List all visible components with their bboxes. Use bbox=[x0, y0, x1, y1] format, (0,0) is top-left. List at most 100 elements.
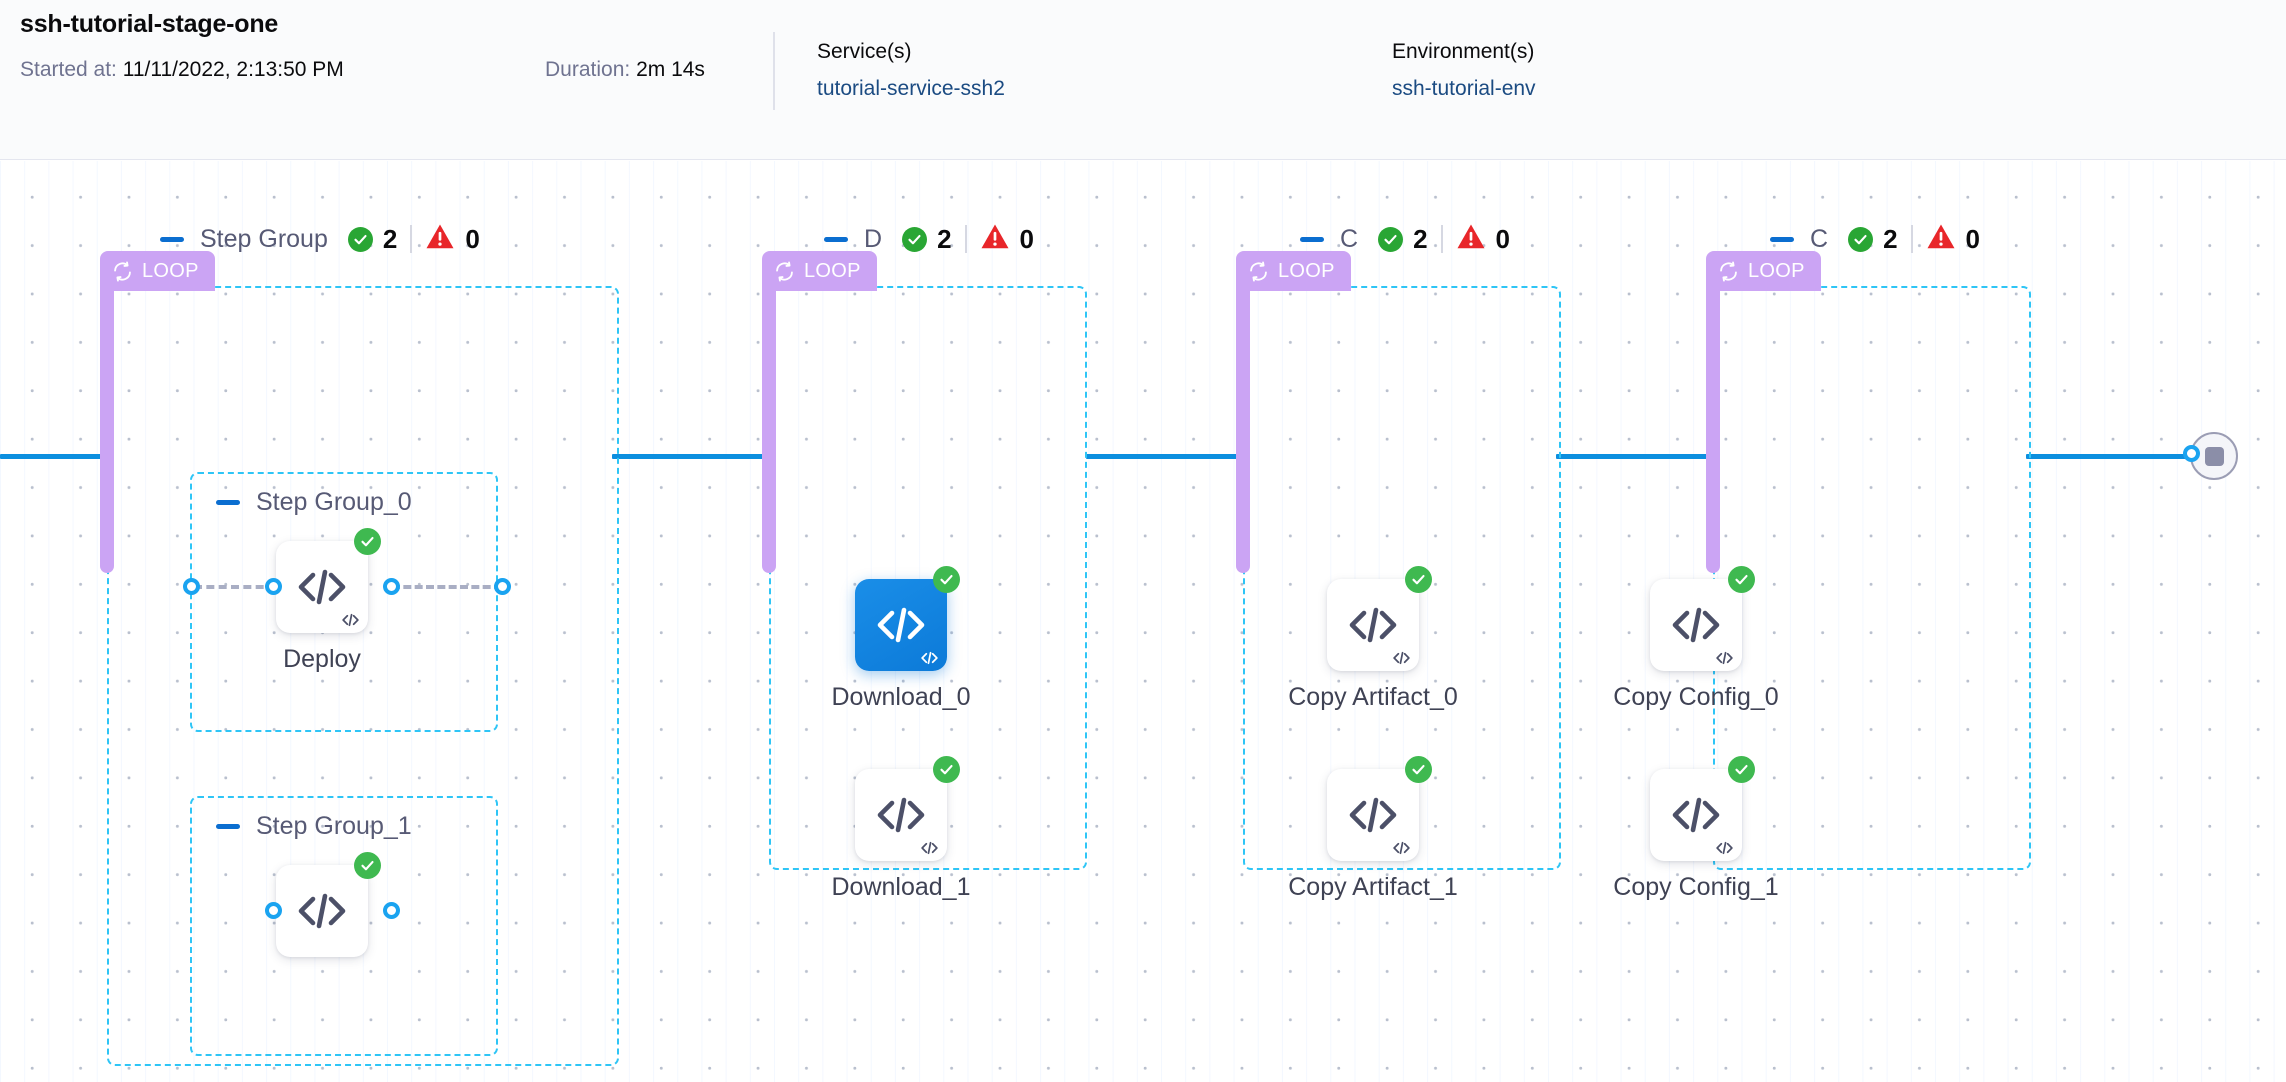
port-deploy-1-input[interactable] bbox=[265, 902, 282, 919]
code-badge-icon bbox=[920, 651, 939, 665]
loop-badge-copy-artifact[interactable]: LOOP bbox=[1236, 251, 1351, 291]
group-counts-copy-config: 2 0 bbox=[1848, 223, 1980, 255]
loop-spine-copy-config bbox=[1706, 281, 1720, 573]
rail-group4-end bbox=[2026, 454, 2194, 459]
port-end-node-input[interactable] bbox=[2183, 445, 2200, 462]
node-label-download-0: Download_0 bbox=[831, 683, 971, 711]
collapse-toggle-step-group[interactable] bbox=[160, 236, 184, 242]
group-header-copy-artifact: C 2 0 bbox=[1300, 223, 1510, 255]
node-download-1[interactable]: Download_1 bbox=[832, 756, 971, 901]
code-badge-icon bbox=[1715, 651, 1734, 665]
group-header-copy-config: C 2 0 bbox=[1770, 223, 1980, 255]
status-success-icon-deploy-1 bbox=[354, 852, 381, 879]
loop-icon bbox=[1248, 260, 1269, 282]
group-box-step-group[interactable] bbox=[107, 286, 619, 1066]
execution-header: ssh-tutorial-stage-one Started at: 11/11… bbox=[0, 0, 2286, 160]
code-icon bbox=[296, 891, 348, 931]
group-box-step-group-1[interactable] bbox=[190, 796, 498, 1056]
node-copy-config-0[interactable]: Copy Config_0 bbox=[1613, 566, 1779, 711]
node-copy-config-1[interactable]: Copy Config_1 bbox=[1613, 756, 1779, 901]
code-icon bbox=[875, 605, 927, 645]
environment-link[interactable]: ssh-tutorial-env bbox=[1392, 77, 1536, 100]
code-badge-icon bbox=[920, 841, 939, 855]
error-count: 0 bbox=[1965, 223, 1980, 254]
port-subgroup-right[interactable] bbox=[494, 578, 511, 595]
node-deploy-1[interactable] bbox=[276, 852, 381, 957]
collapse-toggle-download[interactable] bbox=[824, 236, 848, 242]
environments-block: Environment(s) ssh-tutorial-env bbox=[1392, 40, 1536, 101]
collapse-toggle-copy-artifact[interactable] bbox=[1300, 236, 1324, 242]
node-card-copy-artifact-0[interactable] bbox=[1327, 566, 1432, 671]
port-deploy-1-output[interactable] bbox=[383, 902, 400, 919]
group-box-step-group-0[interactable] bbox=[190, 472, 498, 732]
pipeline-graph-canvas[interactable]: LOOP Step Group 2 0 Step Group_0 bbox=[0, 161, 2286, 1082]
group-title-step-group: Step Group bbox=[200, 224, 328, 253]
started-at-label: Started at: bbox=[20, 58, 117, 81]
error-count: 0 bbox=[465, 223, 480, 254]
node-card-copy-config-1[interactable] bbox=[1650, 756, 1755, 861]
success-check-icon bbox=[902, 226, 928, 252]
port-subgroup-left[interactable] bbox=[183, 578, 200, 595]
code-icon bbox=[875, 795, 927, 835]
services-block: Service(s) tutorial-service-ssh2 bbox=[817, 40, 1005, 101]
counts-divider bbox=[1910, 225, 1913, 253]
port-deploy-input[interactable] bbox=[265, 578, 282, 595]
collapse-toggle-step-group-1[interactable] bbox=[216, 824, 240, 829]
node-label-copy-artifact-0: Copy Artifact_0 bbox=[1288, 683, 1458, 711]
group-box-copy-artifact[interactable] bbox=[1243, 286, 1561, 870]
node-download-0[interactable]: Download_0 bbox=[832, 566, 971, 711]
loop-badge-label: LOOP bbox=[1748, 259, 1805, 282]
node-card-copy-config-0[interactable] bbox=[1650, 566, 1755, 671]
loop-badge-copy-config[interactable]: LOOP bbox=[1706, 251, 1821, 291]
loop-badge-download[interactable]: LOOP bbox=[762, 251, 877, 291]
code-icon bbox=[1670, 795, 1722, 835]
dash-link-deploy-left bbox=[194, 585, 276, 589]
status-success-icon-copy-artifact-0 bbox=[1405, 566, 1432, 593]
loop-badge-label: LOOP bbox=[804, 259, 861, 282]
error-count: 0 bbox=[1019, 223, 1034, 254]
node-copy-artifact-1[interactable]: Copy Artifact_1 bbox=[1288, 756, 1458, 901]
node-copy-artifact-0[interactable]: Copy Artifact_0 bbox=[1288, 566, 1458, 711]
success-check-icon bbox=[1848, 226, 1874, 252]
code-icon bbox=[1670, 605, 1722, 645]
code-icon bbox=[1347, 795, 1399, 835]
loop-badge-step-group[interactable]: LOOP bbox=[100, 251, 215, 291]
group-title-step-group-0: Step Group_0 bbox=[256, 488, 412, 516]
status-success-icon-copy-config-0 bbox=[1728, 566, 1755, 593]
loop-spine-step-group bbox=[100, 281, 114, 573]
group-box-download[interactable] bbox=[769, 286, 1087, 870]
group-title-step-group-1: Step Group_1 bbox=[256, 812, 412, 840]
group-header-download: D 2 0 bbox=[824, 223, 1034, 255]
collapse-toggle-step-group-0[interactable] bbox=[216, 500, 240, 505]
node-deploy[interactable]: Deploy bbox=[276, 528, 381, 673]
code-icon bbox=[296, 567, 348, 607]
duration-label: Duration: bbox=[545, 58, 631, 81]
page-title: ssh-tutorial-stage-one bbox=[20, 10, 279, 38]
port-deploy-output[interactable] bbox=[383, 578, 400, 595]
rail-group2-group3 bbox=[1086, 454, 1246, 459]
code-icon bbox=[1347, 605, 1399, 645]
header-divider bbox=[773, 32, 775, 110]
node-card-download-0[interactable] bbox=[855, 566, 960, 671]
node-card-deploy-1[interactable] bbox=[276, 852, 381, 957]
group-counts-download: 2 0 bbox=[902, 223, 1034, 255]
duration-meta: Duration: 2m 14s bbox=[545, 58, 705, 82]
status-success-icon-deploy bbox=[354, 528, 381, 555]
node-label-copy-artifact-1: Copy Artifact_1 bbox=[1288, 873, 1458, 901]
group-title-copy-config: C bbox=[1810, 224, 1829, 253]
status-success-icon-copy-artifact-1 bbox=[1405, 756, 1432, 783]
group-title-copy-artifact: C bbox=[1340, 224, 1359, 253]
collapse-toggle-copy-config[interactable] bbox=[1770, 236, 1794, 242]
node-card-deploy[interactable] bbox=[276, 528, 381, 633]
node-label-download-1: Download_1 bbox=[831, 873, 971, 901]
node-card-copy-artifact-1[interactable] bbox=[1327, 756, 1432, 861]
success-count: 2 bbox=[382, 223, 398, 254]
error-count: 0 bbox=[1495, 223, 1510, 254]
loop-icon bbox=[774, 260, 795, 282]
code-badge-icon bbox=[1715, 841, 1734, 855]
node-card-download-1[interactable] bbox=[855, 756, 960, 861]
node-label-deploy: Deploy bbox=[283, 645, 361, 673]
service-link[interactable]: tutorial-service-ssh2 bbox=[817, 77, 1005, 100]
group-box-copy-config[interactable] bbox=[1713, 286, 2031, 870]
code-badge-icon bbox=[1392, 841, 1411, 855]
